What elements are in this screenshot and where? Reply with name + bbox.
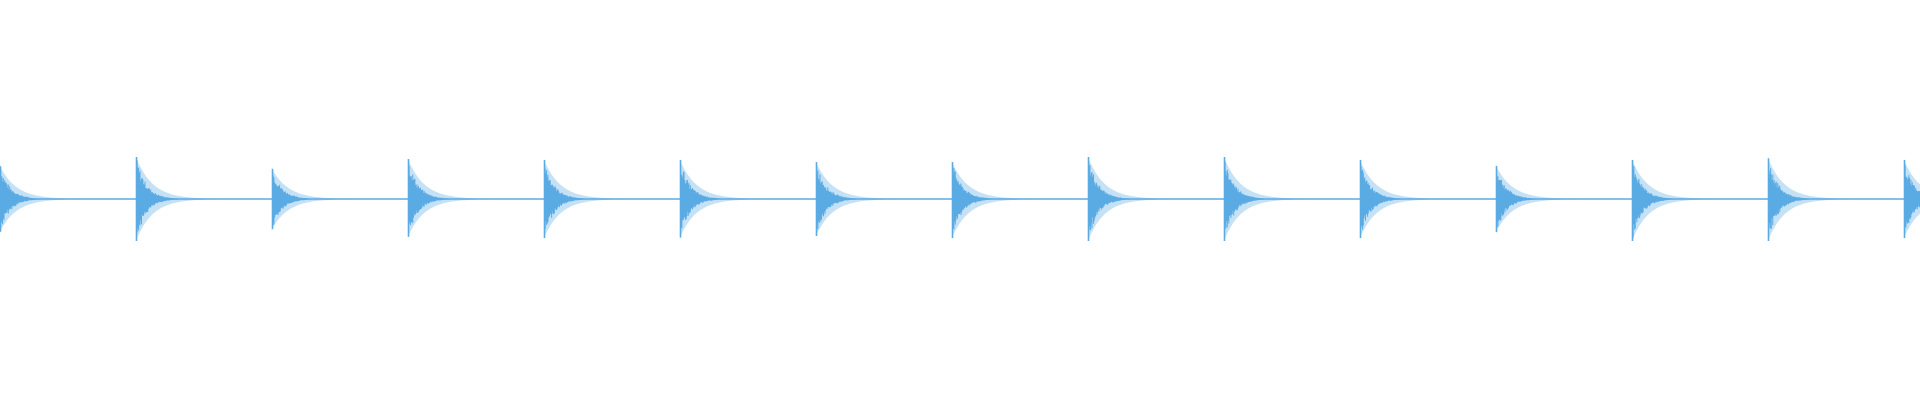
transient-envelope — [1768, 158, 1853, 241]
waveform-transient — [1631, 159, 1717, 241]
waveform-transient — [1903, 159, 1920, 239]
waveform-transient — [271, 168, 357, 230]
waveform-transient — [543, 159, 629, 239]
waveform-transient — [0, 166, 85, 232]
waveform-beats — [0, 157, 1920, 241]
waveform-transient — [135, 157, 221, 241]
waveform-transient — [815, 162, 901, 236]
waveform-transient — [1223, 157, 1309, 241]
waveform-transient — [1767, 158, 1853, 241]
waveform-transient — [1087, 157, 1173, 241]
transient-envelope — [952, 162, 1037, 239]
transient-envelope — [1632, 159, 1717, 241]
waveform-transient — [1359, 159, 1445, 239]
waveform-transient — [1495, 165, 1581, 233]
waveform-transient — [679, 159, 765, 238]
transient-envelope — [408, 159, 493, 237]
waveform-transient — [951, 162, 1037, 239]
waveform-transient — [407, 159, 493, 237]
